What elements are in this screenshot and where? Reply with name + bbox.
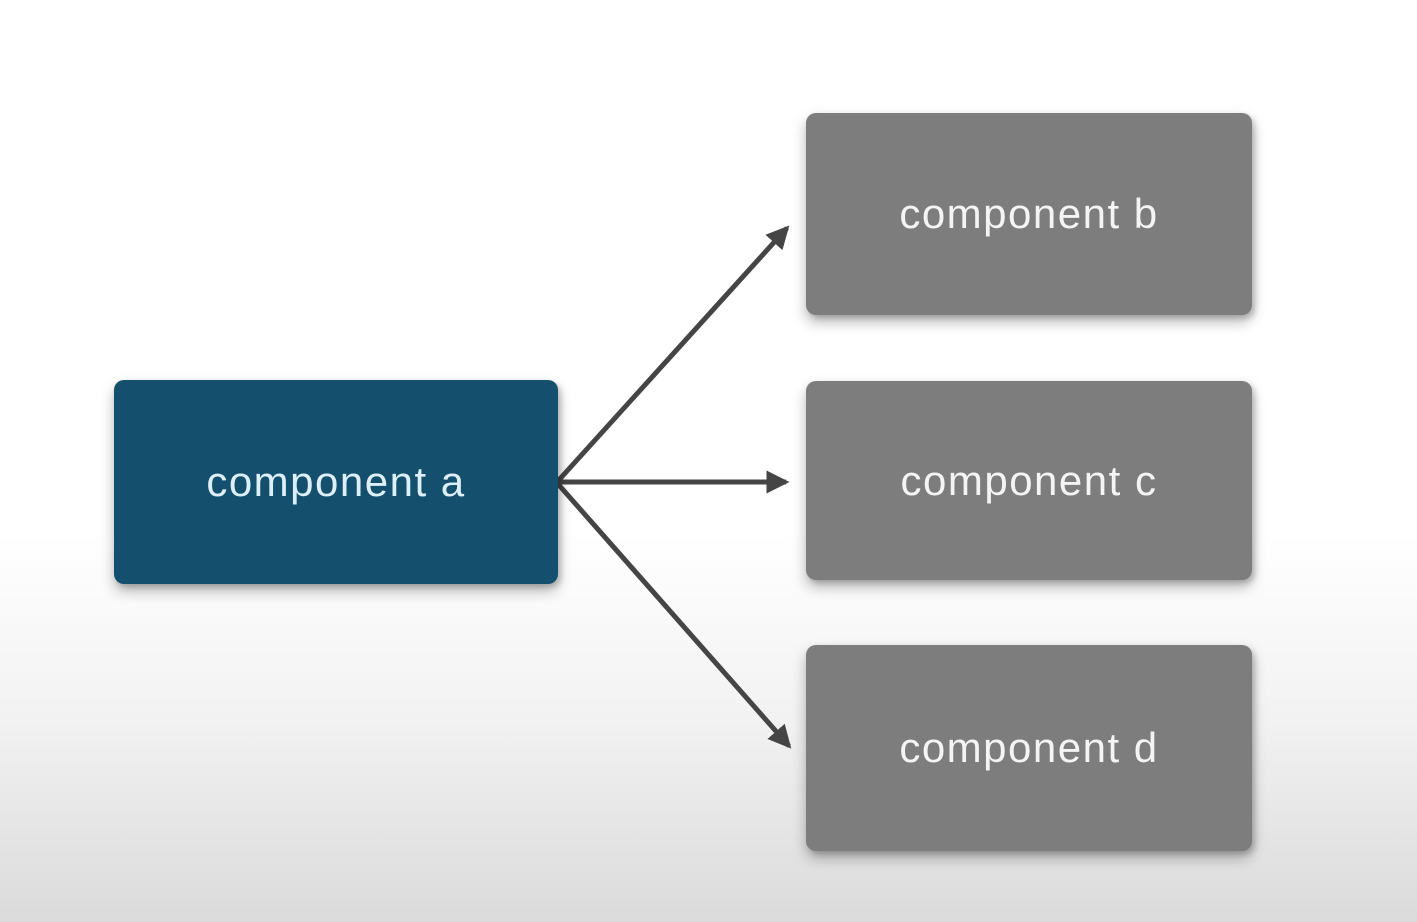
arrow-a-to-b	[556, 225, 790, 483]
node-component-b-label: component b	[899, 190, 1159, 237]
node-component-a-label: component a	[206, 458, 466, 505]
node-component-a: component a	[114, 380, 558, 584]
arrow-a-to-d	[556, 482, 792, 749]
node-component-c: component c	[806, 381, 1252, 580]
node-component-d-label: component d	[899, 724, 1159, 771]
node-component-b: component b	[806, 113, 1252, 315]
node-component-d: component d	[806, 645, 1252, 851]
node-component-c-label: component c	[900, 456, 1158, 504]
